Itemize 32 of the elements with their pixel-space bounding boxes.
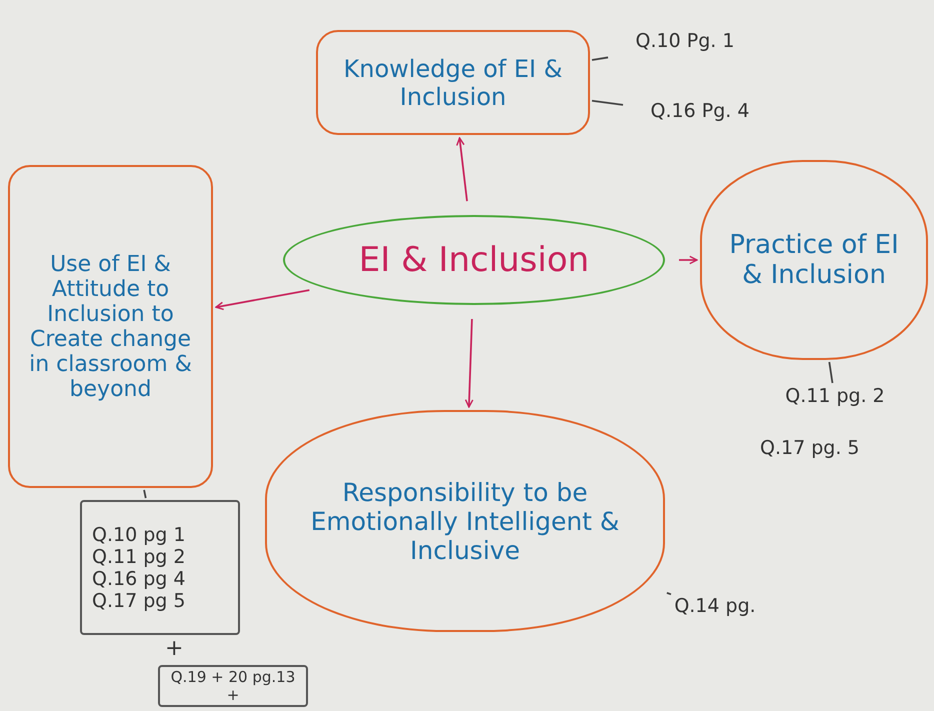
node-label: Responsibility to be Emotionally Intelligent & Inclusive <box>310 478 620 564</box>
reference-note: Q.10 pg 1 <box>92 524 186 546</box>
arrow <box>456 137 468 202</box>
reference-box <box>80 500 240 635</box>
arrow <box>215 289 310 310</box>
center-ellipse <box>283 215 665 305</box>
reference-note: Q.17 pg. 5 <box>760 437 860 459</box>
reference-note: Q.10 Pg. 1 <box>610 30 760 60</box>
node-label: EI & Inclusion <box>358 240 590 280</box>
leader-line <box>666 592 672 596</box>
arrow <box>679 256 698 264</box>
plus-sign: + <box>165 636 184 661</box>
leader-line <box>828 362 834 384</box>
node-label: Use of EI & Attitude to Inclusion to Create change in classroom & beyond <box>28 252 193 402</box>
arrow <box>464 318 474 408</box>
leader-line <box>592 100 624 106</box>
reference-note: Q.17 pg 5 <box>92 590 186 612</box>
rounded-box <box>8 165 213 488</box>
reference-note: Q.16 pg 4 <box>92 568 186 590</box>
node-label: Practice of EI & Inclusion <box>728 230 900 290</box>
rounded-box <box>265 410 665 632</box>
node-label: Knowledge of EI & Inclusion <box>342 54 564 110</box>
reference-note: Q.19 + 20 pg.13 + <box>170 668 296 704</box>
rounded-box <box>316 30 590 135</box>
leader-line <box>143 490 147 498</box>
reference-note: Q.11 pg. 2 <box>765 385 905 415</box>
reference-box <box>158 665 308 707</box>
reference-note: Q.14 pg. <box>655 595 775 625</box>
leader-line <box>592 56 608 61</box>
rounded-box <box>700 160 928 360</box>
reference-note: Q.16 Pg. 4 <box>625 100 775 130</box>
reference-note: Q.11 pg 2 <box>92 546 186 568</box>
